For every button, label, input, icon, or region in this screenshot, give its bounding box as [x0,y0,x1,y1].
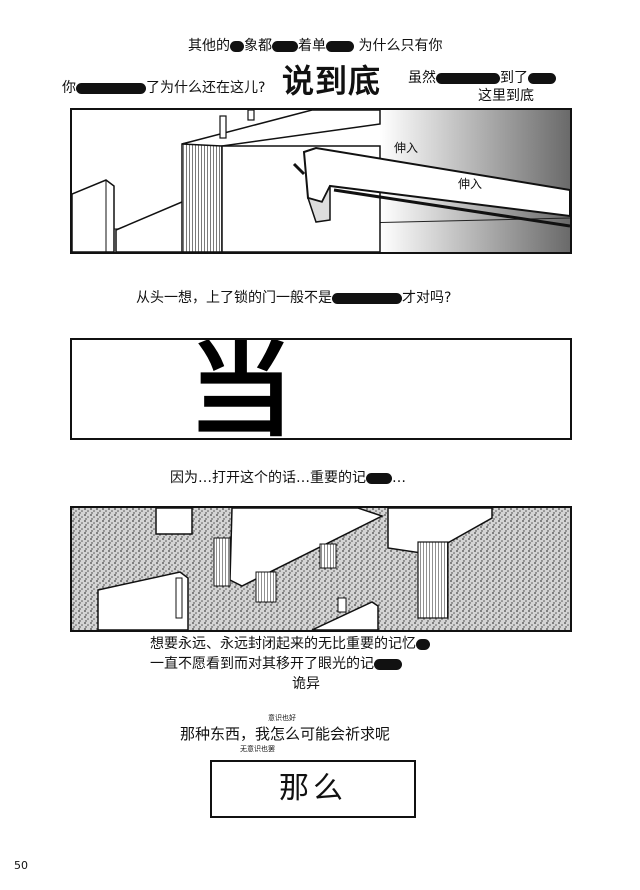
caption-sealed-memory: 想要永远、永远封闭起来的无比重要的记忆 [150,636,430,652]
caption-small-conscious: 意识也好 [268,714,296,722]
censor-mark [332,292,402,304]
censor-mark [436,72,500,84]
caption-text: 一直不愿看到而对其移开了眼光的记 [150,656,374,672]
caption-text: 为什么只有你 [358,38,443,54]
censor-mark [272,40,298,52]
caption-small-unconscious: 无意识也罢 [240,745,275,753]
caption-strange: 诡异 [292,676,320,692]
caption-text: 你 [62,80,76,96]
panel-room-interior: 伸入 伸入 [70,108,572,254]
final-box-text: 那么 [279,771,347,806]
sfx-stretch-2: 伸入 [458,177,483,191]
caption-text: 了为什么还在这儿? [146,80,266,96]
censor-mark [76,82,146,94]
caption-text: … [392,470,406,486]
caption-text: 其他的 [188,38,230,54]
caption-text: 才对吗? [402,290,452,306]
page-number: 50 [14,859,28,872]
caption-text: 到了 [500,70,528,86]
caption-line-1: 其他的象都 着单 为什么只有你 [188,38,442,54]
caption-text: 因为…打开这个的话…重要的记 [170,470,366,486]
caption-line-2-right: 虽然 到了 [408,70,556,86]
caption-text: 象都 [244,38,272,54]
caption-line-2-left: 你 了为什么还在这儿? [62,80,265,96]
caption-text: 从头一想，上了锁的门一般不是 [136,290,332,306]
censor-mark [374,658,402,670]
room-illustration [72,110,570,252]
caption-important-memory: 因为…打开这个的话…重要的记 … [170,470,406,486]
big-sfx-char: 当 [188,338,294,440]
caption-locked-door: 从头一想，上了锁的门一般不是 才对吗? [136,290,451,306]
caption-line-3-right: 这里到底 [478,88,534,104]
caption-text: 虽然 [408,70,436,86]
caption-averted-memory: 一直不愿看到而对其移开了眼光的记 [150,656,402,672]
caption-how-could-i: 那种东西，我怎么可能会祈求呢 [180,725,391,743]
panel-final-box: 那么 [210,760,416,818]
censor-mark [230,40,244,52]
censor-mark [528,72,556,84]
censor-mark [416,638,430,650]
censor-mark [326,40,354,52]
caption-text: 想要永远、永远封闭起来的无比重要的记忆 [150,636,416,652]
sfx-stretch-1: 伸入 [394,141,419,155]
corridor-illustration [72,508,570,630]
shout-text: 说到底 [282,62,382,100]
caption-text: 着单 [298,38,326,54]
panel-sound-effect: 当 [70,338,572,440]
censor-mark [366,472,392,484]
panel-stippled-corridor [70,506,572,632]
